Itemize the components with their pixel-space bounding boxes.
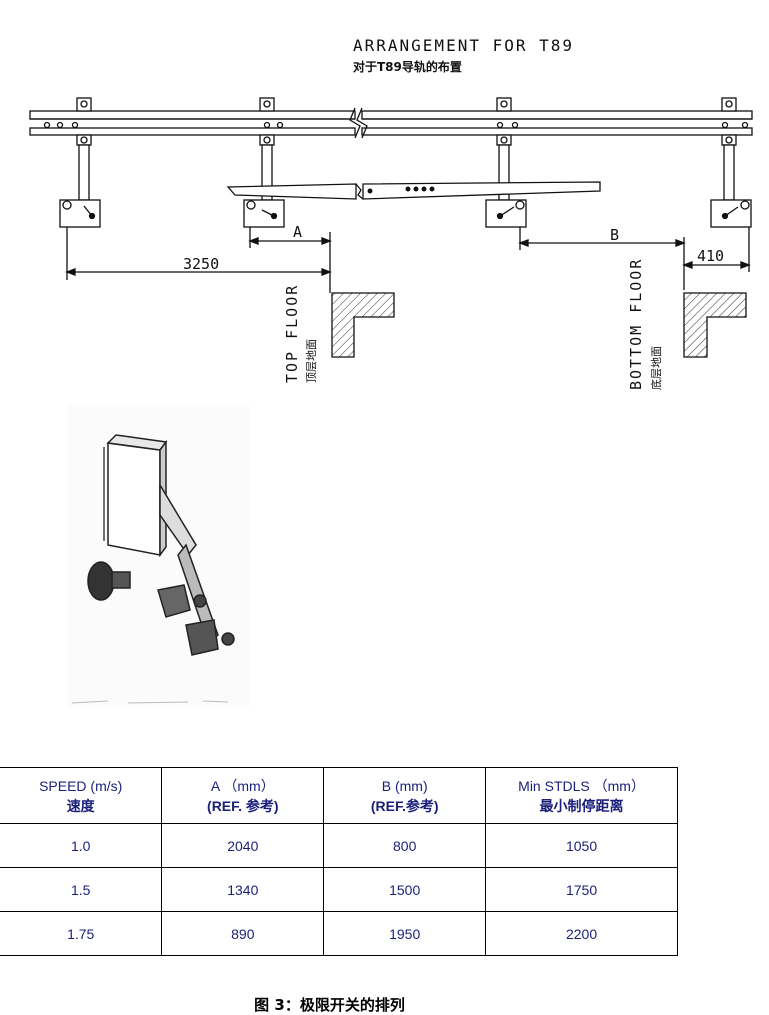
cell-speed: 1.0 xyxy=(0,823,163,868)
figure-caption: 图 3：极限开关的排列 xyxy=(0,994,769,1015)
header-stdls-cn: 最小制停距离 xyxy=(539,797,624,814)
cell-speed: 1.5 xyxy=(0,867,163,912)
cell-speed: 1.75 xyxy=(0,911,163,956)
figure-caption-text: 图 3：极限开关的排列 xyxy=(254,996,405,1014)
cell-a: 890 xyxy=(161,911,325,956)
cell-b: 1950 xyxy=(323,911,487,956)
header-speed-cn: 速度 xyxy=(66,797,95,814)
header-speed: SPEED (m/s) 速度 xyxy=(0,767,163,824)
arrangement-drawing: ARRANGEMENT FOR T89 对于T89导轨的布置 xyxy=(0,0,769,400)
dimension-410: 410 xyxy=(682,227,751,272)
header-b-en: B (mm) xyxy=(381,777,428,794)
dimension-a: A xyxy=(248,223,332,248)
dimension-3250: 3250 xyxy=(65,227,332,280)
cam-bar xyxy=(226,181,601,200)
top-floor-label-cn: 顶层地面 xyxy=(305,339,318,383)
cell-stdls: 2200 xyxy=(485,911,678,956)
header-stdls-en: Min STDLS （mm） xyxy=(518,777,645,794)
top-floor-block xyxy=(331,292,395,358)
limit-switch-1 xyxy=(59,134,101,228)
bottom-floor-block xyxy=(683,292,747,358)
cell-b: 1500 xyxy=(323,867,487,912)
label-a: A xyxy=(293,223,302,241)
top-floor-label: TOP FLOOR xyxy=(283,284,301,383)
limit-switch-illustration xyxy=(68,405,250,707)
drawing-title-cn: 对于T89导轨的布置 xyxy=(353,59,462,74)
header-a-cn: (REF. 参考) xyxy=(207,797,279,814)
cell-stdls: 1750 xyxy=(485,867,678,912)
header-b-cn: (REF.参考) xyxy=(370,797,439,814)
bottom-floor-label: BOTTOM FLOOR xyxy=(627,258,645,390)
table-row: 1.0 2040 800 1050 xyxy=(0,823,678,868)
cell-b: 800 xyxy=(323,823,487,868)
cell-a: 1340 xyxy=(161,867,325,912)
limit-switch-3 xyxy=(485,134,527,228)
drawing-title-en: ARRANGEMENT FOR T89 xyxy=(353,36,574,55)
header-a-en: A （mm） xyxy=(210,777,275,794)
guide-rail xyxy=(29,107,753,139)
bottom-floor-label-cn: 底层地面 xyxy=(649,346,663,390)
rail-clips xyxy=(76,97,737,112)
header-a: A （mm） (REF. 参考) xyxy=(161,767,325,824)
table-row: 1.5 1340 1500 1750 xyxy=(0,867,678,912)
cell-a: 2040 xyxy=(161,823,325,868)
header-speed-en: SPEED (m/s) xyxy=(39,777,123,794)
table-header-row: SPEED (m/s) 速度 A （mm） (REF. 参考) B (mm) (… xyxy=(0,767,678,824)
limit-switch-4 xyxy=(710,134,752,228)
header-min-stdls: Min STDLS （mm） 最小制停距离 xyxy=(485,767,678,824)
header-b: B (mm) (REF.参考) xyxy=(323,767,487,824)
label-3250: 3250 xyxy=(183,255,219,273)
speed-table: SPEED (m/s) 速度 A （mm） (REF. 参考) B (mm) (… xyxy=(0,767,678,956)
dimension-b: B xyxy=(518,226,686,250)
cell-stdls: 1050 xyxy=(485,823,678,868)
limit-switch-2 xyxy=(243,134,285,228)
label-410: 410 xyxy=(697,247,724,265)
table-row: 1.75 890 1950 2200 xyxy=(0,911,678,956)
label-b: B xyxy=(610,226,619,244)
